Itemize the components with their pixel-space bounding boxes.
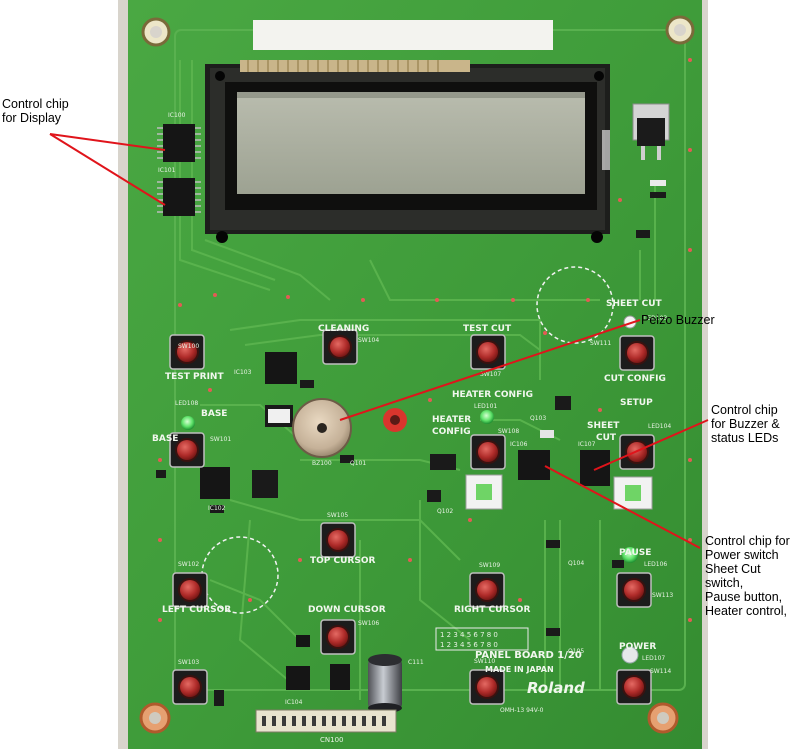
tactile-button-sw114 [616,669,652,705]
voltage-regulator [632,103,670,160]
label-left-cursor: LEFT CURSOR [162,605,231,615]
tactile-button-sw110 [469,669,505,705]
label-test-print: TEST PRINT [165,372,224,382]
label-top-cursor: TOP CURSOR [310,556,375,566]
label-down-cursor: DOWN CURSOR [308,605,386,615]
led-housings [465,474,653,510]
board-title: PANEL BOARD 1/20 [475,650,582,661]
digits-row-2: 1 2 3 4 5 6 7 8 0 [440,641,498,649]
label-heater-b: CONFIG [432,427,471,437]
label-heater-config: HEATER CONFIG [452,390,533,400]
electrolytic-capacitor [368,654,402,713]
annotation-lines [49,133,709,549]
ref-ic102: IC102 [208,505,226,512]
ref-led106: LED106 [644,561,667,568]
tactile-button-sw100 [169,334,205,370]
board-made-in: MADE IN JAPAN [485,665,554,674]
tactile-button-sw109 [469,572,505,608]
ref-sw114: SW114 [650,668,671,675]
label-test-cut: TEST CUT [463,324,512,334]
tactile-button-sw104 [322,329,358,365]
ref-sw106: SW106 [358,620,379,627]
tactile-button-sw107 [470,334,506,370]
ref-sw103: SW103 [178,659,199,666]
ref-c111: C111 [408,659,424,666]
tactile-button-sw108 [470,434,506,470]
callout-power-chip: Control chip for Power switch Sheet Cut … [705,534,790,618]
tactile-button-sw113 [616,572,652,608]
ref-sw109: SW109 [479,562,500,569]
ref-sw102: SW102 [178,561,199,568]
label-sheet: SHEET [587,421,620,431]
tactile-buttons [169,329,655,705]
label-heater-a: HEATER [432,415,471,425]
connector-ref: CN100 [320,736,344,744]
ref-q104: Q104 [568,560,584,567]
ref-sw111: SW111 [590,340,611,347]
tactile-button-sw105 [320,522,356,558]
piezo-buzzer [292,398,407,458]
ref-sw110: SW110 [474,658,495,665]
smd-components [156,180,666,706]
ic-chips [200,352,610,690]
label-pause: PAUSE [619,548,651,558]
board-lot: OMH-13 94V-0 [500,707,544,714]
ref-ic106: IC106 [510,441,528,448]
ic-display-controllers [157,124,201,216]
ref-sw108: SW108 [498,428,519,435]
label-sheet-cut: SHEET CUT [606,299,662,309]
board-brand: Roland [527,679,585,697]
ref-sw113: SW113 [652,592,673,599]
tactile-button-sw111 [619,335,655,371]
label-cut-config: CUT CONFIG [604,374,666,384]
tactile-button-sw103 [172,669,208,705]
ref-q103: Q103 [530,415,546,422]
ref-led107: LED107 [642,655,665,662]
label-cleaning: CLEANING [318,324,369,334]
ref-led101: LED101 [474,403,497,410]
ref-led104: LED104 [648,423,671,430]
callout-display-chip: Control chip for Display [2,97,69,125]
copper-traces [179,60,656,700]
label-base-top: BASE [201,409,227,419]
silkscreen-text: CLEANING TEST CUT SHEET CUT TEST PRINT H… [152,112,673,744]
tactile-button-sw102 [172,572,208,608]
ref-ic100: IC100 [168,112,186,119]
ref-bz100: BZ100 [312,460,332,467]
label-right-cursor: RIGHT CURSOR [454,605,530,615]
ref-led103: LED103 [644,315,667,322]
ref-q102: Q102 [437,508,453,515]
digits-row-1: 1 2 3 4 5 6 7 8 0 [440,631,498,639]
ref-q101: Q101 [350,460,366,467]
ref-ic107: IC107 [578,441,596,448]
label-base: BASE [152,434,178,444]
callout-buzzer: Peizo Buzzer [641,313,715,327]
tactile-button-sw101 [169,432,205,468]
ribbon-connector [255,709,397,733]
label-cut: CUT [596,433,617,443]
ref-sw100: SW100 [178,343,199,350]
ref-ic101: IC101 [158,167,176,174]
callout-buzzer-chip: Control chip for Buzzer & status LEDs [711,403,780,445]
vias [158,58,692,622]
ref-ic103: IC103 [234,369,252,376]
ref-sw104: SW104 [358,337,379,344]
label-setup: SETUP [620,398,653,408]
ref-sw107: SW107 [480,371,501,378]
ref-sw105: SW105 [327,512,348,519]
lcd-display [205,60,610,243]
tactile-button-sw106 [320,619,356,655]
ref-led108: LED108 [175,400,198,407]
label-power: POWER [619,642,656,652]
ref-q105: Q105 [568,648,584,655]
ref-sw101: SW101 [210,436,231,443]
ref-ic104: IC104 [285,699,303,706]
